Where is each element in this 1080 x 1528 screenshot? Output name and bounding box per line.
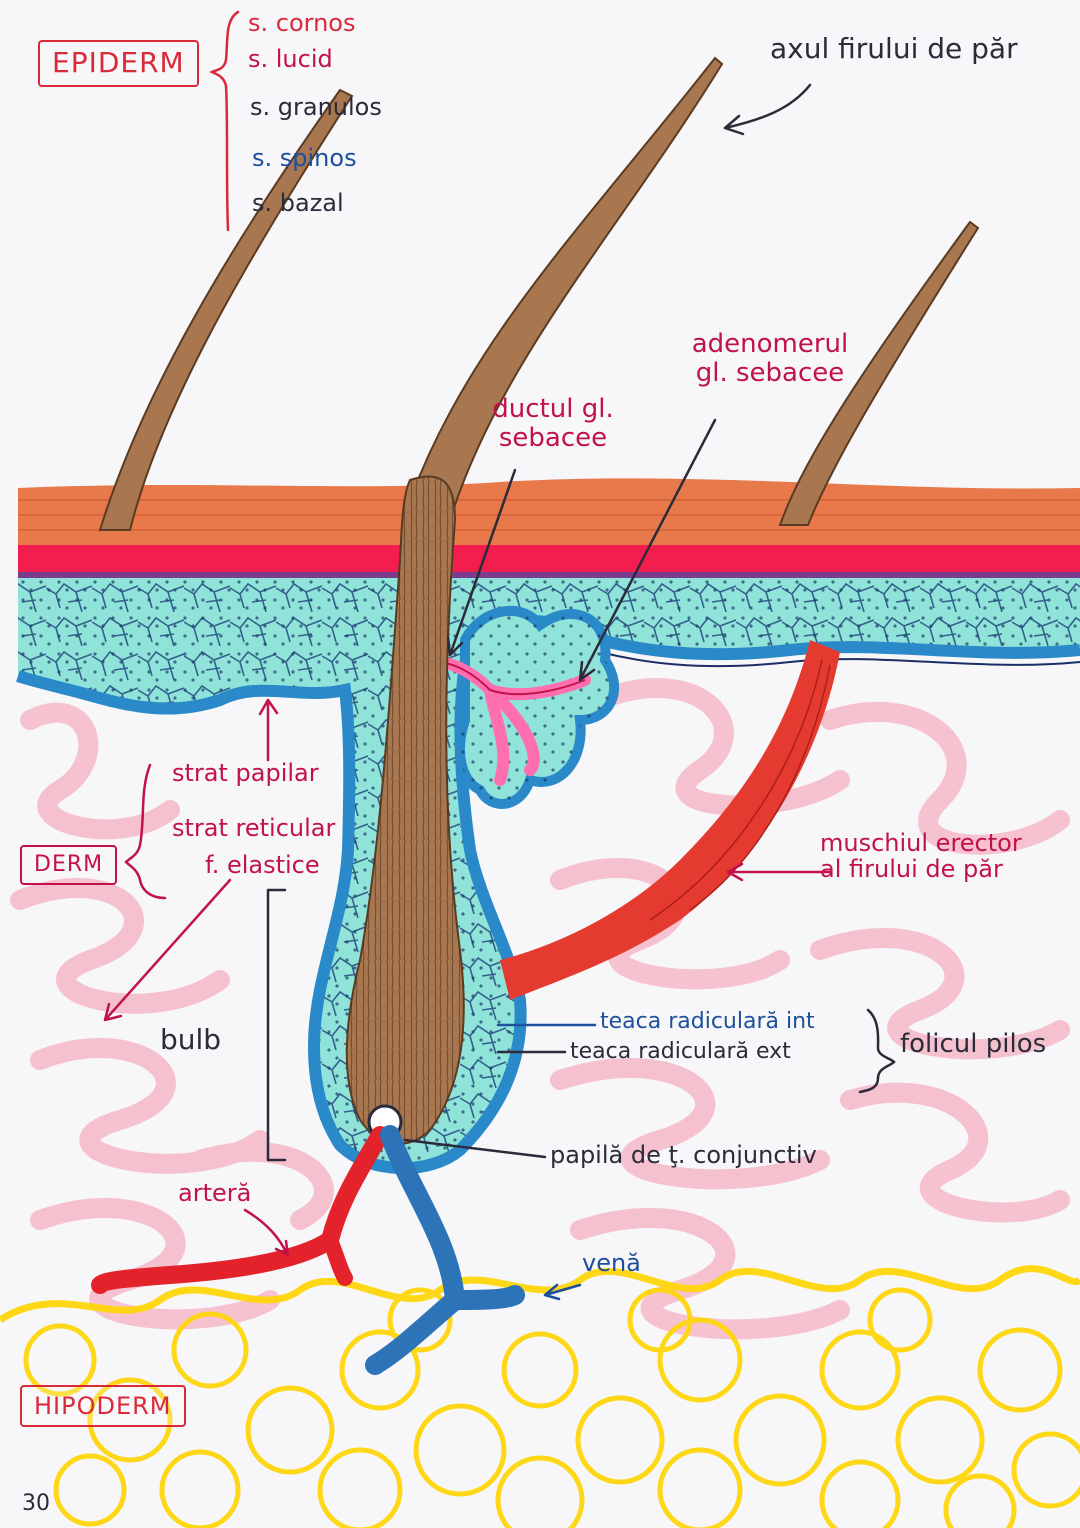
sebaceous-duct-label: ductul gl. sebacee [492, 394, 614, 453]
hypodermis-fat [0, 1265, 1080, 1528]
page-number: 30 [22, 1491, 50, 1516]
reticular-layer-label: strat reticular [172, 814, 336, 842]
stratum-corneum-label: s. cornos [248, 9, 356, 37]
papillary-layer-label: strat papilar [172, 759, 319, 787]
stratum-lucidum-label: s. lucid [248, 45, 333, 73]
vein-label: venă [582, 1249, 641, 1277]
stratum-lucidum [18, 545, 1080, 572]
stratum-basale-label: s. bazal [252, 189, 344, 217]
stratum-granulosum [18, 572, 1080, 578]
stratum-granulosum-label: s. granulos [250, 93, 382, 121]
sebaceous-gland-label: adenomerul gl. sebacee [691, 329, 849, 388]
stratum-spinosum-label: s. spinos [252, 144, 357, 172]
derm-label: DERM [20, 845, 118, 886]
epiderm-label: EPIDERM [38, 40, 199, 87]
pointer-lines [103, 10, 896, 1301]
vein [365, 1125, 525, 1375]
artery-label: arteră [178, 1179, 252, 1207]
sebaceous-gland [414, 605, 620, 809]
follicle-label: folicul pilos [900, 1029, 1047, 1059]
bulb-label: bulb [160, 1023, 222, 1056]
outer-root-sheath-label: teaca radiculară ext [570, 1039, 791, 1064]
erector-muscle-label: muschiul erector al firului de păr [820, 829, 1022, 884]
stratum-basale [16, 615, 1080, 1175]
inner-root-sheath-label: teaca radiculară int [600, 1009, 815, 1034]
hair-shaft-label: axul firului de păr [770, 32, 1018, 65]
hair-shafts [98, 56, 980, 1145]
papilla-label: papilă de ţ. conjunctiv [550, 1141, 817, 1169]
hypoderm-label: HIPODERM [20, 1385, 186, 1428]
artery [91, 1126, 389, 1294]
elastic-fibers-label: f. elastice [205, 851, 320, 879]
stratum-corneum [18, 478, 1080, 545]
